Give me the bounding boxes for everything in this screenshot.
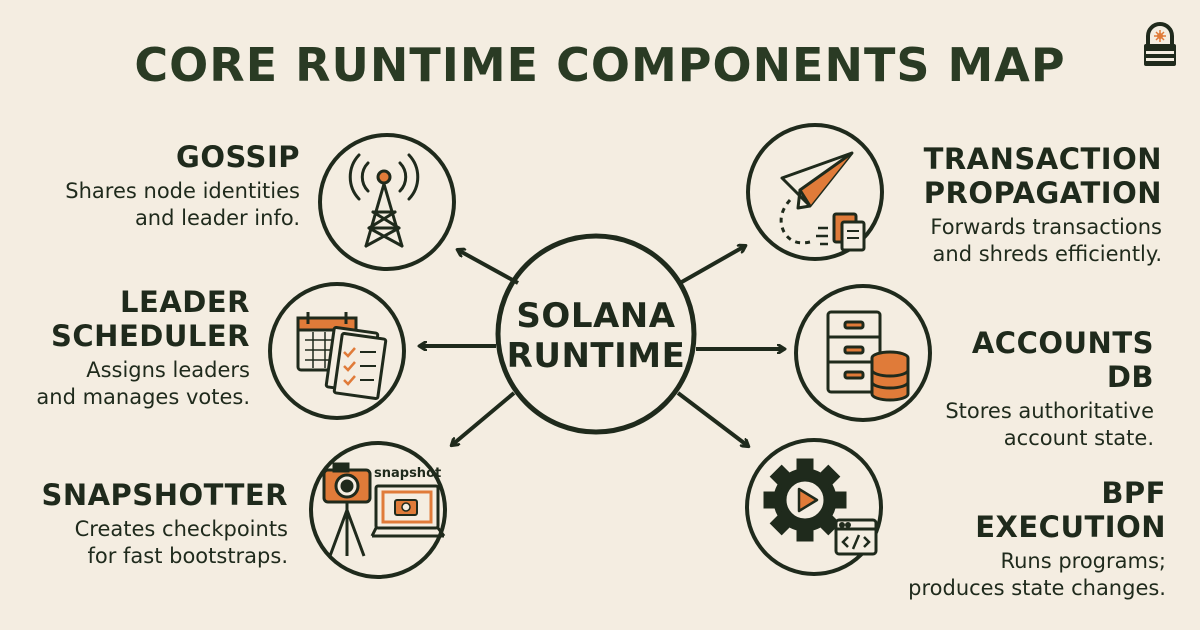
transaction-propagation-title-line-2: PROPAGATION xyxy=(923,176,1162,210)
accounts-db-node: ACCOUNTS DB Stores authoritative account… xyxy=(940,326,1154,452)
arrow-to-snapshotter xyxy=(452,391,516,445)
page-title: CORE RUNTIME COMPONENTS MAP xyxy=(134,38,1066,92)
center-line-1: SOLANA xyxy=(516,296,676,336)
transaction-propagation-description: Forwards transactions and shreds efficie… xyxy=(900,214,1162,268)
padlock-logo-icon xyxy=(1144,22,1176,66)
leader-scheduler-description: Assigns leaders and manages votes. xyxy=(20,357,250,411)
snapshotter-title: SNAPSHOTTER xyxy=(41,478,288,512)
leader-scheduler-desc-line-2: and manages votes. xyxy=(36,385,250,409)
accounts-db-title: ACCOUNTS DB xyxy=(971,326,1154,394)
bpf-execution-node: BPF EXECUTION Runs programs; produces st… xyxy=(900,476,1166,602)
center-node-label: SOLANA RUNTIME xyxy=(497,296,695,376)
gossip-desc-line-1: Shares node identities xyxy=(65,179,300,203)
center-line-2: RUNTIME xyxy=(506,336,686,376)
snapshotter-desc-line-1: Creates checkpoints xyxy=(74,517,288,541)
gossip-node: GOSSIP Shares node identities and leader… xyxy=(20,140,300,232)
camera-tripod-icon xyxy=(322,462,446,557)
snapshotter-node: SNAPSHOTTER Creates checkpoints for fast… xyxy=(20,478,288,570)
bpf-execution-title: BPF EXECUTION xyxy=(975,476,1166,544)
gear-play-code-icon xyxy=(763,458,878,556)
bpf-execution-desc-line-1: Runs programs; xyxy=(1000,549,1166,573)
gossip-description: Shares node identities and leader info. xyxy=(20,178,300,232)
gossip-node-circle xyxy=(318,133,456,271)
calendar-checklist-icon xyxy=(296,312,388,401)
gossip-title: GOSSIP xyxy=(176,140,300,174)
bpf-execution-desc-line-2: produces state changes. xyxy=(908,576,1166,600)
database-cabinet-icon xyxy=(826,310,910,402)
snapshotter-description: Creates checkpoints for fast bootstraps. xyxy=(20,516,288,570)
snapshotter-desc-line-2: for fast bootstraps. xyxy=(87,544,288,568)
accounts-db-desc-line-1: Stores authoritative xyxy=(945,399,1154,423)
accounts-db-description: Stores authoritative account state. xyxy=(940,398,1154,452)
transaction-propagation-desc-line-2: and shreds efficiently. xyxy=(932,242,1162,266)
accounts-db-desc-line-2: account state. xyxy=(1003,426,1154,450)
bpf-execution-description: Runs programs; produces state changes. xyxy=(900,548,1166,602)
arrow-to-bpf-execution xyxy=(676,391,748,446)
arrow-to-transaction-propagation xyxy=(679,246,745,285)
snapshot-icon-label: snapshot xyxy=(374,466,442,481)
radio-tower-icon xyxy=(348,153,420,248)
leader-scheduler-title-line-2: SCHEDULER xyxy=(51,319,250,353)
leader-scheduler-node: LEADER SCHEDULER Assigns leaders and man… xyxy=(20,285,250,411)
leader-scheduler-desc-line-1: Assigns leaders xyxy=(86,358,250,382)
paper-plane-icon xyxy=(779,151,866,252)
transaction-propagation-title-line-1: TRANSACTION xyxy=(923,142,1162,176)
gossip-desc-line-2: and leader info. xyxy=(134,206,300,230)
arrow-to-gossip xyxy=(458,250,519,285)
center-node-circle xyxy=(495,233,697,435)
transaction-propagation-desc-line-1: Forwards transactions xyxy=(930,215,1162,239)
transaction-propagation-node: TRANSACTION PROPAGATION Forwards transac… xyxy=(900,142,1162,268)
leader-scheduler-title-line-1: LEADER xyxy=(120,285,250,319)
